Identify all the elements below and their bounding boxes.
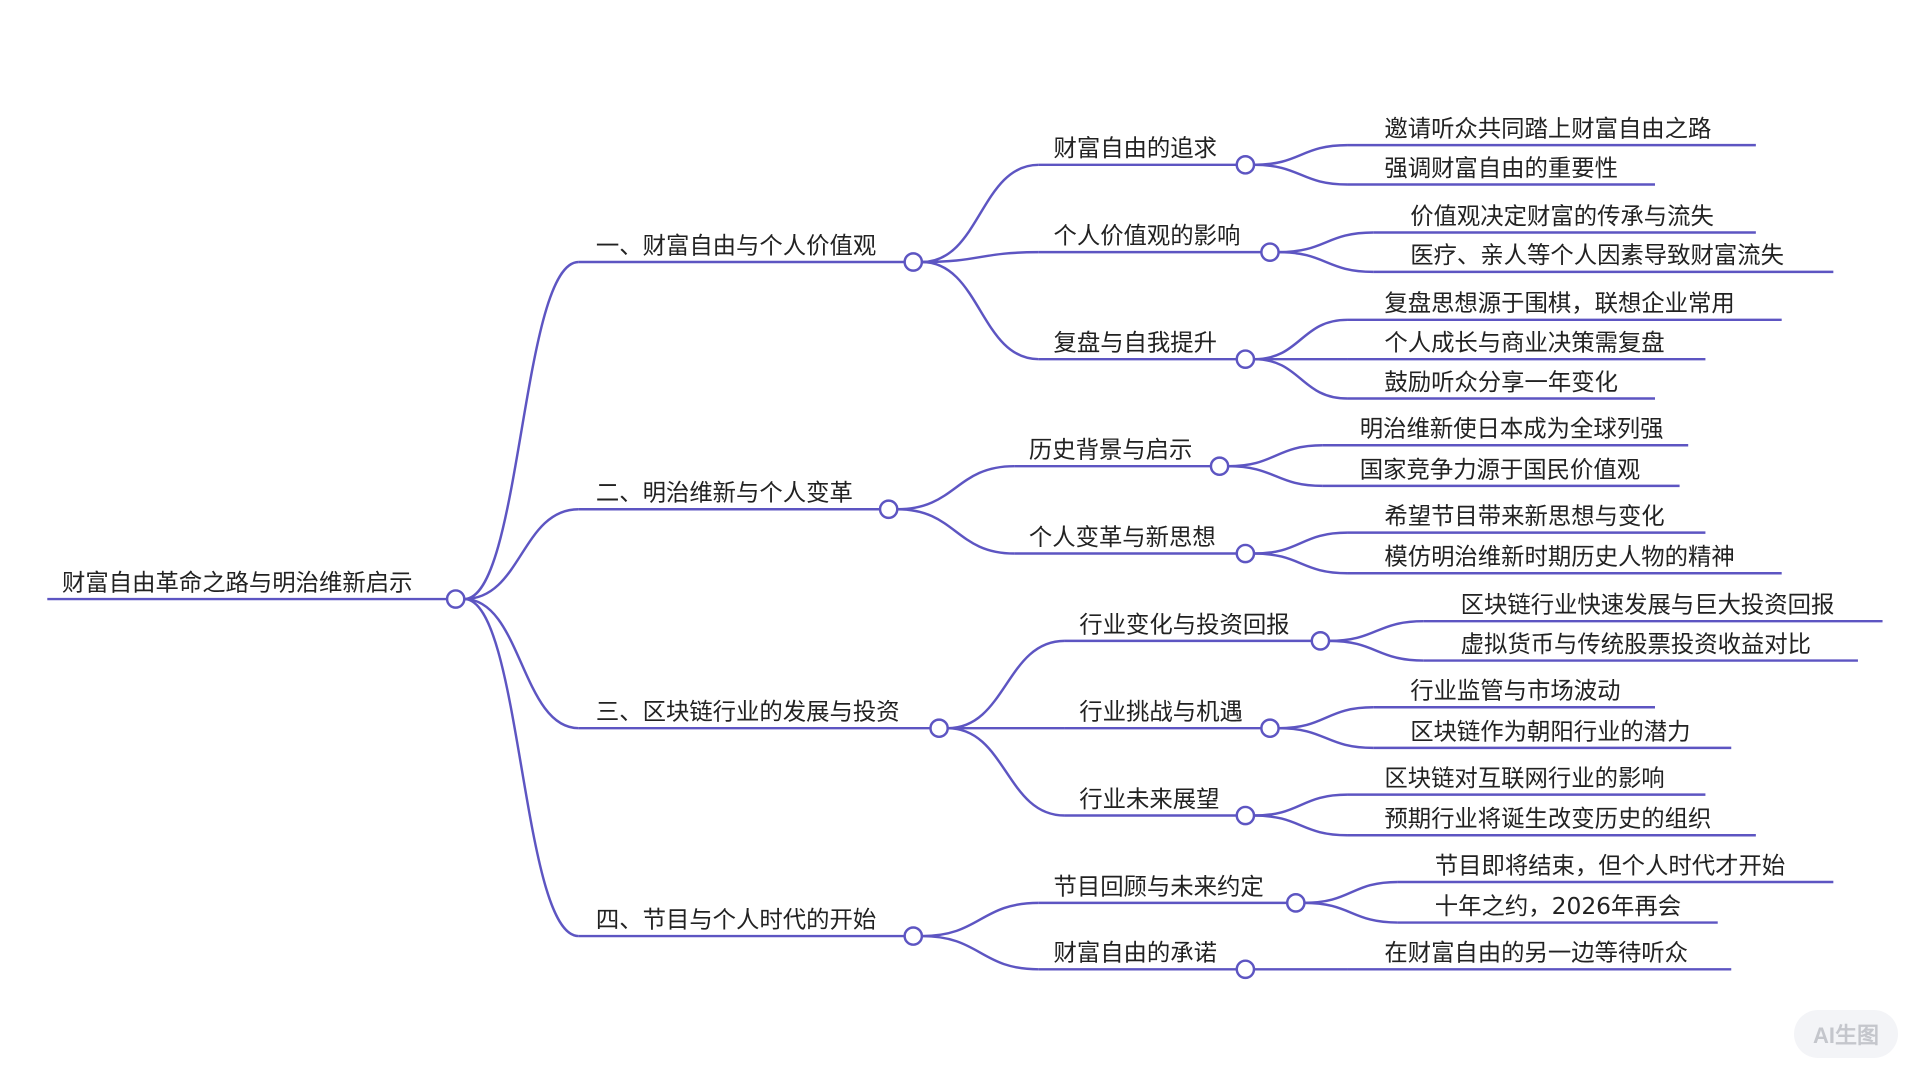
subtopic-connector <box>921 260 1039 361</box>
leaf-topic: 个人成长与商业决策需复盘 <box>1384 329 1664 357</box>
subtopic: 财富自由的承诺 <box>1053 939 1217 967</box>
subtopic-connector <box>897 464 1015 511</box>
subtopic-collapse-toggle[interactable] <box>1260 718 1280 739</box>
leaf-connector <box>1228 444 1323 468</box>
leaf-topic: 国家竞争力源于国民价值观 <box>1360 455 1640 483</box>
subtopic-connector <box>897 508 1015 555</box>
leaf-topic: 鼓励听众分享一年变化 <box>1384 368 1618 396</box>
leaf-connector <box>1253 531 1348 555</box>
subtopic-collapse-toggle[interactable] <box>1235 805 1256 826</box>
leaf-topic: 预期行业将诞生改变历史的组织 <box>1384 805 1711 833</box>
branch-collapse-toggle[interactable] <box>903 926 924 946</box>
ai-generated-badge[interactable]: AI生图 <box>1794 1010 1898 1058</box>
subtopic-collapse-toggle[interactable] <box>1285 893 1306 913</box>
subtopic: 历史背景与启示 <box>1029 436 1193 464</box>
subtopic: 复盘与自我提升 <box>1053 329 1217 357</box>
subtopic-collapse-toggle[interactable] <box>1235 543 1256 564</box>
leaf-connector <box>1253 814 1348 837</box>
subtopic-connector <box>921 163 1039 264</box>
subtopic-collapse-toggle[interactable] <box>1235 349 1256 370</box>
leaf-topic: 希望节目带来新思想与变化 <box>1384 502 1664 530</box>
branch-connector <box>464 260 579 601</box>
leaf-connector <box>1253 793 1348 817</box>
subtopic: 行业未来展望 <box>1079 785 1219 813</box>
leaf-topic: 十年之约，2026年再会 <box>1435 892 1681 920</box>
subtopic-collapse-toggle[interactable] <box>1260 242 1280 263</box>
branch-topic: 四、节目与个人时代的开始 <box>596 905 876 933</box>
leaf-topic: 行业监管与市场波动 <box>1410 677 1620 705</box>
branch-collapse-toggle[interactable] <box>929 718 949 739</box>
subtopic: 财富自由的追求 <box>1053 134 1217 162</box>
leaf-topic: 在财富自由的另一边等待听众 <box>1384 939 1688 967</box>
leaf-connector <box>1253 552 1348 575</box>
root-collapse-toggle[interactable] <box>445 589 466 609</box>
leaf-connector <box>1329 619 1424 643</box>
branch-topic: 一、财富自由与个人价值观 <box>596 231 876 259</box>
leaf-connector <box>1253 163 1348 186</box>
leaf-topic: 复盘思想源于围棋，联想企业常用 <box>1384 289 1734 317</box>
subtopic: 行业挑战与机遇 <box>1079 698 1243 726</box>
leaf-topic: 区块链行业快速发展与巨大投资回报 <box>1461 591 1835 619</box>
subtopic-collapse-toggle[interactable] <box>1310 631 1331 651</box>
leaf-topic: 节目即将结束，但个人时代才开始 <box>1435 851 1785 879</box>
root-topic: 财富自由革命之路与明治维新启示 <box>62 568 412 596</box>
leaf-connector <box>1253 318 1348 361</box>
leaf-topic: 明治维新使日本成为全球列强 <box>1360 415 1664 443</box>
subtopic-connector <box>921 250 1039 264</box>
branch-collapse-toggle[interactable] <box>878 499 899 520</box>
branch-topic: 三、区块链行业的发展与投资 <box>596 698 900 726</box>
leaf-topic: 区块链作为朝阳行业的潜力 <box>1410 717 1690 745</box>
leaf-topic: 区块链对互联网行业的影响 <box>1384 764 1664 792</box>
leaf-connector <box>1228 464 1323 488</box>
subtopic: 个人价值观的影响 <box>1053 222 1240 250</box>
leaf-connector <box>1253 357 1348 400</box>
subtopic-collapse-toggle[interactable] <box>1209 456 1230 477</box>
subtopic: 个人变革与新思想 <box>1029 523 1216 551</box>
subtopic-collapse-toggle[interactable] <box>1235 959 1256 980</box>
leaf-connector <box>1304 901 1398 924</box>
branch-topic: 二、明治维新与个人变革 <box>596 479 853 507</box>
branch-connector <box>464 597 579 938</box>
leaf-topic: 医疗、亲人等个人因素导致财富流失 <box>1410 241 1784 269</box>
leaf-topic: 模仿明治维新时期历史人物的精神 <box>1384 543 1734 571</box>
leaf-connector <box>1253 143 1348 167</box>
leaf-connector <box>1278 250 1374 274</box>
leaf-connector <box>1278 726 1374 750</box>
branch-connector <box>464 597 579 730</box>
subtopic: 行业变化与投资回报 <box>1079 610 1289 638</box>
leaf-connector <box>1304 880 1398 905</box>
subtopic-connector <box>947 726 1065 817</box>
leaf-topic: 邀请听众共同踏上财富自由之路 <box>1384 115 1711 143</box>
subtopic-connector <box>947 639 1065 730</box>
subtopic-collapse-toggle[interactable] <box>1235 154 1256 175</box>
leaf-connector <box>1278 706 1374 730</box>
subtopic: 节目回顾与未来约定 <box>1053 872 1263 900</box>
subtopic-connector <box>921 934 1039 971</box>
branch-collapse-toggle[interactable] <box>903 252 924 272</box>
branch-connector <box>464 508 579 601</box>
leaf-topic: 强调财富自由的重要性 <box>1384 154 1618 182</box>
leaf-topic: 价值观决定财富的传承与流失 <box>1410 202 1714 230</box>
leaf-topic: 虚拟货币与传统股票投资收益对比 <box>1461 630 1811 658</box>
leaf-connector <box>1329 639 1424 662</box>
leaf-connector <box>1278 231 1374 254</box>
subtopic-connector <box>921 901 1039 938</box>
